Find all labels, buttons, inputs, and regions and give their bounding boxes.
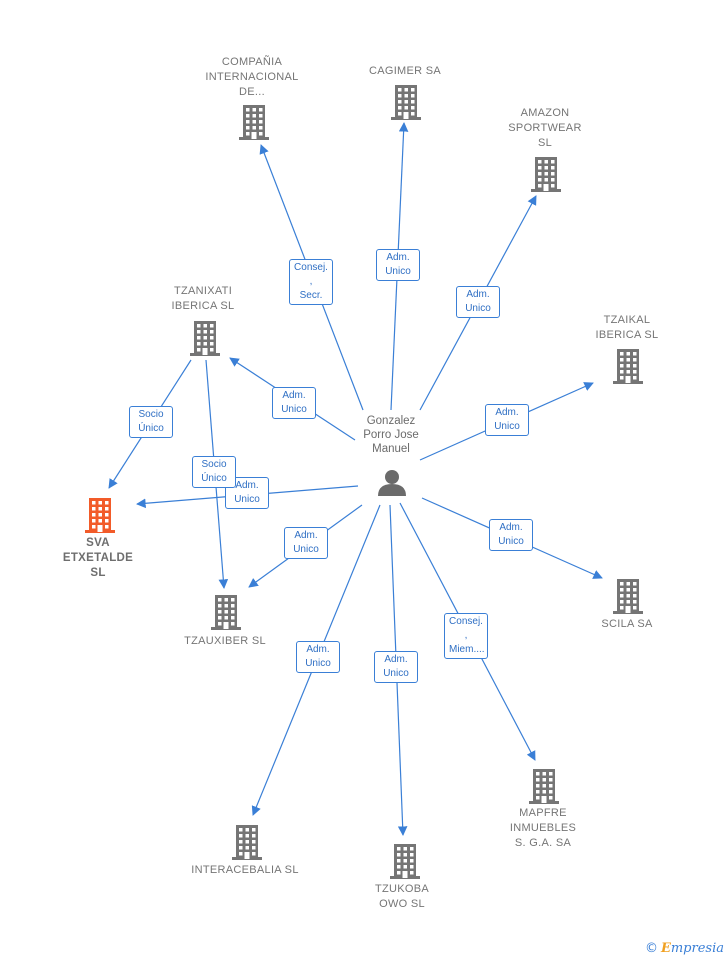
edge-label-center-amazon[interactable]: Adm. Unico (456, 286, 500, 318)
edge-label-center-tzanixati[interactable]: Adm. Unico (272, 387, 316, 419)
person-name[interactable]: Gonzalez Porro Jose Manuel (363, 415, 419, 455)
building-icon-sva (85, 498, 115, 533)
building-icon-scila (613, 579, 643, 614)
company-label-cagimer[interactable]: CAGIMER SA (368, 64, 442, 77)
company-label-compania[interactable]: COMPAÑIA INTERNACIONAL DE... (205, 55, 299, 98)
person-icon (378, 470, 406, 496)
building-icon-amazon (531, 157, 561, 192)
company-label-interacebalia[interactable]: INTERACEBALIA SL (191, 863, 299, 876)
company-label-sva[interactable]: SVA ETXETALDE SL (62, 536, 134, 579)
brand-logo: ©Empresia (645, 941, 724, 956)
company-label-tzaikal[interactable]: TZAIKAL IBERICA SL (595, 314, 659, 341)
building-icon-tzanixati (190, 321, 220, 356)
company-label-tzauxiber[interactable]: TZAUXIBER SL (184, 634, 266, 647)
edge-label-center-tzukoba[interactable]: Adm. Unico (374, 651, 418, 683)
edge-label-center-tzaikal[interactable]: Adm. Unico (485, 404, 529, 436)
edge-label-center-sva[interactable]: Adm. Unico (225, 477, 269, 509)
edge-label-center-tzauxiber[interactable]: Adm. Unico (284, 527, 328, 559)
brand-name: mpresia (670, 941, 724, 956)
copyright-symbol: © (644, 941, 658, 956)
building-icon-interacebalia (232, 825, 262, 860)
edge-label-tzanixati-tzauxiber[interactable]: Socio Único (192, 456, 236, 488)
company-label-mapfre[interactable]: MAPFRE INMUEBLES S. G.A. SA (509, 806, 577, 849)
building-icon-tzauxiber (211, 595, 241, 630)
building-icon-tzukoba (390, 844, 420, 879)
brand-initial: E (660, 941, 671, 956)
edge-label-center-cagimer[interactable]: Adm. Unico (376, 249, 420, 281)
edge-label-center-scila[interactable]: Adm. Unico (489, 519, 533, 551)
edge-label-center-interacebalia[interactable]: Adm. Unico (296, 641, 340, 673)
company-label-tzanixati[interactable]: TZANIXATI IBERICA SL (171, 285, 235, 312)
building-icon-tzaikal (613, 349, 643, 384)
building-icon-mapfre (529, 769, 559, 804)
building-icon-compania (239, 105, 269, 140)
company-label-amazon[interactable]: AMAZON SPORTWEAR SL (508, 106, 582, 149)
company-label-tzukoba[interactable]: TZUKOBA OWO SL (374, 883, 430, 910)
edge-label-tzanixati-sva[interactable]: Socio Único (129, 406, 173, 438)
company-label-scila[interactable]: SCILA SA (601, 617, 653, 630)
edge-label-center-compania[interactable]: Consej. , Secr. (289, 259, 333, 305)
building-icon-cagimer (391, 85, 421, 120)
edge-label-center-mapfre[interactable]: Consej. , Miem.... (444, 613, 488, 659)
